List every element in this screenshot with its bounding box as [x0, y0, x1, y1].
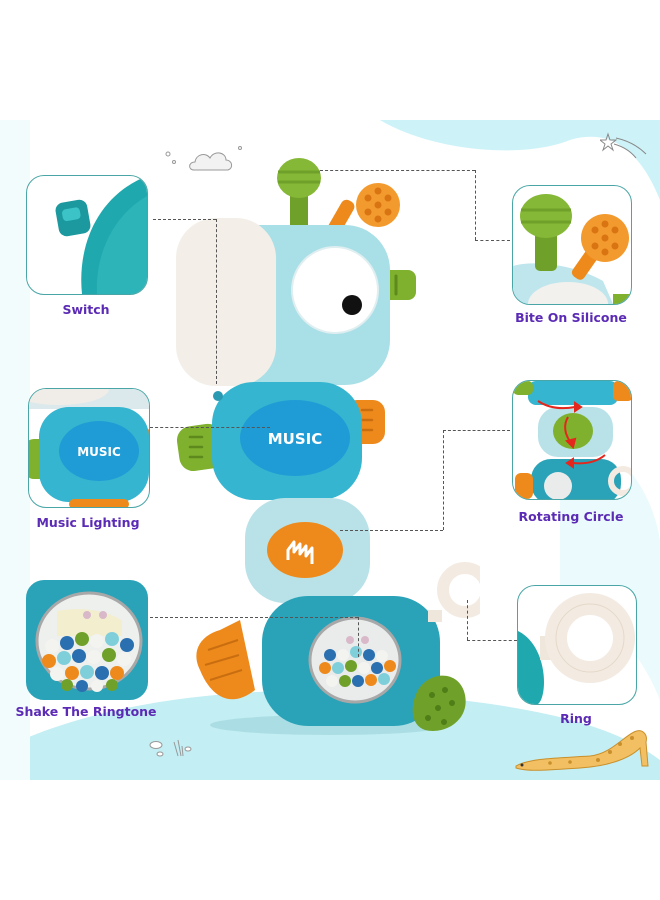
lying-giraffe-icon: [515, 730, 649, 771]
rotating-circle-closeup-image: [513, 381, 631, 499]
connector-shake-the-ringtone-vertical: [358, 617, 359, 657]
feature-card-shake-the-ringtone: [26, 580, 148, 700]
feature-card-music-lighting: MUSIC: [28, 388, 150, 508]
rotation-arrows-icon: [537, 400, 606, 469]
bite-on-silicone-closeup-image: [513, 194, 631, 304]
connector-rotating-circle-vertical: [443, 430, 444, 530]
connector-switch: [153, 219, 216, 220]
feature-card-rotating-circle: [512, 380, 632, 500]
feature-card-switch: [26, 175, 148, 295]
pebbles-doodle-icon: [149, 739, 192, 757]
feature-card-bite-on-silicone: [512, 185, 632, 305]
feature-label-switch: Switch: [62, 302, 110, 317]
music-button-text: MUSIC: [268, 430, 323, 448]
connector-bite-on-silicone-vertical: [475, 170, 476, 240]
feature-label-ring: Ring: [560, 711, 592, 726]
cloud-doodle-icon: [165, 146, 242, 171]
toy-giraffe-illustration: MUSIC: [176, 158, 480, 735]
ring-closeup-image: [518, 593, 635, 704]
connector-ring: [467, 600, 468, 640]
connector-rotating-circle: [340, 530, 443, 531]
shooting-star-icon: [600, 132, 647, 159]
feature-card-ring: [517, 585, 637, 705]
feature-label-music-lighting: Music Lighting: [36, 515, 140, 530]
connector-music-lighting: [150, 427, 270, 428]
feature-label-bite-on-silicone: Bite On Silicone: [515, 310, 627, 325]
connector-bite-on-silicone-end: [475, 240, 510, 241]
connector-ring-end: [467, 640, 517, 641]
connector-bite-on-silicone: [320, 170, 475, 171]
connector-shake-the-ringtone: [150, 617, 358, 618]
connector-switch-vertical: [216, 219, 217, 384]
connector-rotating-circle-end: [443, 430, 510, 431]
feature-label-rotating-circle: Rotating Circle: [518, 509, 624, 524]
switch-closeup-image: [55, 176, 147, 294]
shake-the-ringtone-closeup-image: [35, 591, 143, 692]
music-lighting-closeup-image: MUSIC: [29, 389, 149, 507]
music-button-closeup-text: MUSIC: [77, 445, 121, 459]
feature-label-shake-the-ringtone: Shake The Ringtone: [15, 704, 157, 719]
